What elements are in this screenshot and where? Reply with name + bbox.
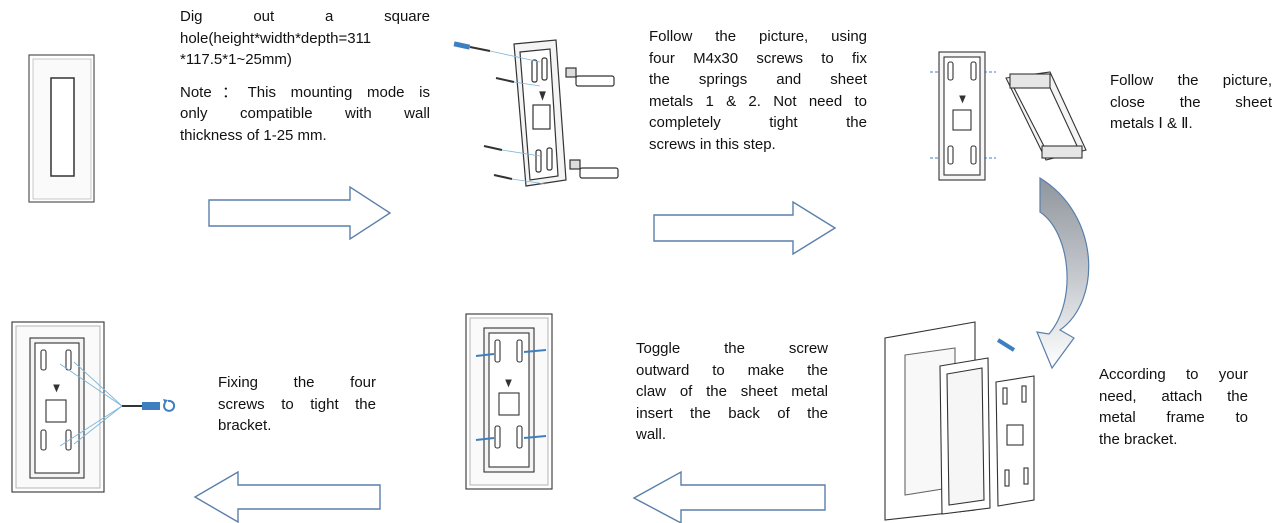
toggle-screw-illustration	[465, 313, 553, 490]
text-line: Toggle the screw	[636, 340, 828, 357]
text-line: four M4x30 screws to fix	[649, 49, 867, 67]
step1-instruction: Dig out a square hole(height*width*depth…	[180, 6, 430, 71]
bracket-closing-illustration	[930, 51, 1087, 181]
text-line: hole(height*width*depth=311	[180, 29, 372, 47]
text-line: bracket.	[218, 417, 272, 434]
step2-text: Follow the picture, using four M4x30 scr…	[649, 26, 867, 155]
text-line: Note：This mounting mode is	[180, 83, 430, 101]
left-arrow-icon	[193, 470, 381, 523]
screw-icon	[453, 41, 541, 63]
text-line: insert the back of the	[636, 404, 828, 422]
text-line: According to your	[1099, 366, 1248, 383]
text-line: the springs and sheet	[649, 71, 867, 88]
text-line: screws to tight the	[218, 395, 376, 413]
text-line: Follow the picture,	[1110, 72, 1272, 89]
step5-text: Toggle the screw outward to make the cla…	[636, 338, 828, 446]
text-line: close the sheet	[1110, 93, 1272, 111]
right-arrow-icon	[208, 185, 392, 241]
text-line: thickness of 1-25 mm.	[180, 126, 327, 144]
text-line: the bracket.	[1099, 430, 1178, 448]
text-line: Fixing the four	[218, 374, 376, 391]
text-line: outward to make the	[636, 361, 828, 379]
step4-text: According to your need, attach the metal…	[1099, 364, 1248, 450]
curved-down-arrow-icon	[1036, 176, 1090, 370]
text-line: Dig out a square	[180, 8, 430, 25]
text-line: metals 1 & 2. Not need to	[649, 92, 867, 110]
text-line: screws in this step.	[649, 135, 776, 153]
step3-text: Follow the picture, close the sheet meta…	[1110, 70, 1272, 135]
text-line: claw of the sheet metal	[636, 383, 828, 400]
fix-screws-illustration	[11, 321, 176, 493]
right-arrow-icon	[653, 200, 837, 256]
bracket-with-screws-illustration	[453, 39, 619, 187]
text-line: *117.5*1~25mm)	[180, 51, 292, 68]
text-line: wall.	[636, 426, 667, 443]
step1-note: Note：This mounting mode is only compatib…	[180, 82, 430, 147]
text-line: metal frame to	[1099, 409, 1248, 426]
frame-attach-illustration	[884, 321, 1035, 521]
text-line: need, attach the	[1099, 387, 1248, 405]
text-line: metals Ⅰ & Ⅱ.	[1110, 115, 1193, 132]
step6-text: Fixing the four screws to tight the brac…	[218, 372, 376, 437]
text-line: only compatible with wall	[180, 105, 430, 122]
text-line: Follow the picture, using	[649, 28, 867, 45]
text-line: completely tight the	[649, 114, 867, 131]
left-arrow-icon	[632, 470, 826, 523]
step1-text: Dig out a square hole(height*width*depth…	[180, 6, 430, 146]
wall-with-hole-illustration	[28, 54, 95, 203]
